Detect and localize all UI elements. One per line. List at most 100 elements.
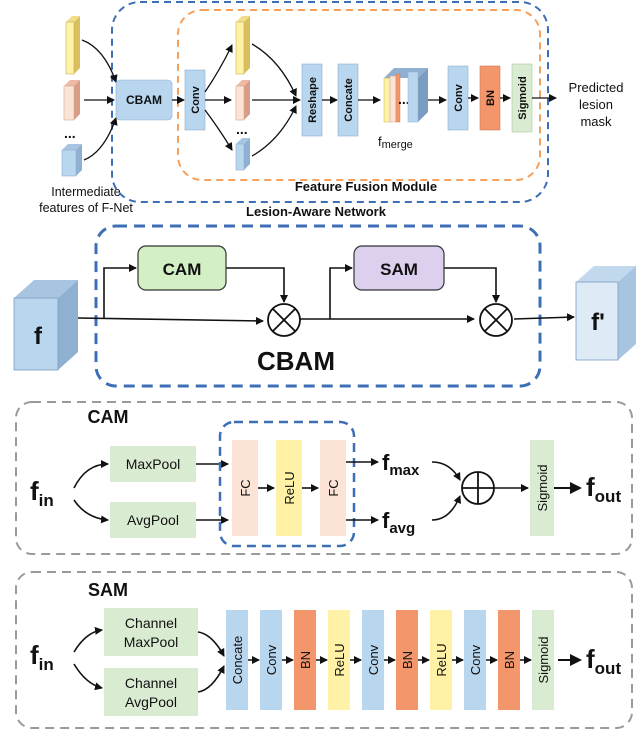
cam-arrow-to-maxpool (73, 460, 109, 489)
cam-favg: favg (382, 508, 415, 537)
arrow-feature3-cbam (83, 117, 118, 161)
cam-fc1-label: FC (238, 479, 253, 496)
fused-feature-red (235, 80, 250, 121)
intermediate-dots: ... (64, 125, 76, 141)
cam-avgpool-label: AvgPool (127, 512, 179, 528)
add-icon (461, 471, 495, 505)
cam-fmax: fmax (382, 450, 420, 479)
cbam-box-label: CBAM (126, 93, 162, 107)
cam-panel-title: CAM (88, 407, 129, 427)
flow-to-sam (329, 264, 353, 319)
sam-conv-label-8: Conv (468, 644, 483, 675)
cam-fc2-box (320, 440, 346, 536)
intermediate-feature-yellow (65, 16, 80, 75)
cam-fin: fin (30, 476, 54, 510)
features-of-fnet-label: features of F-Net (39, 201, 133, 215)
sam-conv-box-2 (260, 610, 282, 710)
fmerge-stack: ... (383, 68, 428, 123)
sam-bn-label-9: BN (502, 651, 517, 669)
feature-fusion-module-border (177, 9, 541, 181)
sam-bn-label-6: BN (400, 651, 415, 669)
sam-sigmoid-box-10 (532, 610, 554, 710)
cam-sigmoid-box (530, 440, 554, 536)
sam-channel-avgpool-box (104, 668, 198, 716)
cam-sigmoid-label: Sigmoid (535, 465, 550, 512)
sam-fout: fout (586, 644, 621, 678)
sam-panel-border (15, 571, 633, 729)
fused-feature-yellow (235, 16, 250, 75)
concate-label: Concate (343, 78, 355, 121)
reshape-label: Reshape (307, 77, 319, 123)
sam-relu-box-7 (430, 610, 452, 710)
bn-label: BN (485, 90, 497, 106)
cam-maxpool-box (110, 446, 196, 482)
sam-conv-box-8 (464, 610, 486, 710)
sam-arrow-maxpool-concate (197, 631, 225, 657)
multiply-icon-1 (267, 303, 301, 337)
cam-arrow-fmax-add (431, 461, 461, 481)
sam-relu-label-4: ReLU (332, 643, 347, 676)
arrow-conv-feat3 (204, 109, 233, 151)
lesion-label: lesion (579, 97, 613, 112)
sam-conv-label-2: Conv (264, 644, 279, 675)
cam-arrow-favg-add (431, 495, 461, 521)
input-cube-f (13, 280, 78, 371)
flow-sam-to-mult2 (444, 267, 500, 303)
sam-channel-avgpool-line2: AvgPool (125, 694, 177, 710)
multiply-icon-2 (479, 303, 513, 337)
arrow-feature1-cbam (81, 39, 118, 83)
arrow-feat3-reshape (251, 105, 297, 157)
sam-fin: fin (30, 640, 54, 674)
sam-conv-box-5 (362, 610, 384, 710)
sam-arrow-to-channel-maxpool (73, 626, 103, 653)
sam-bn-box-6 (396, 610, 418, 710)
arrow-feat1-reshape (251, 43, 297, 97)
arrow-conv-feat1 (204, 44, 233, 93)
sam-arrow-avgpool-concate (197, 665, 225, 693)
sam-concate-label-1: Concate (230, 636, 245, 684)
cam-box (137, 245, 227, 291)
mask-label: mask (580, 114, 612, 129)
cam-avgpool-box (110, 502, 196, 538)
cbam-title: CBAM (257, 346, 335, 376)
cam-relu-label: ReLU (282, 471, 297, 504)
cbam-output-f-prime: f' (591, 309, 605, 336)
sam-channel-maxpool-box (104, 608, 198, 656)
sam-bn-box-3 (294, 610, 316, 710)
sam-relu-label-7: ReLU (434, 643, 449, 676)
cam-fc2-label: FC (326, 479, 341, 496)
sam-sigmoid-label-10: Sigmoid (536, 637, 551, 684)
cam-fout: fout (586, 472, 621, 506)
cam-maxpool-label: MaxPool (126, 456, 180, 472)
conv-label-2: Conv (453, 83, 465, 111)
sam-concate-box-1 (226, 610, 248, 710)
sam-layer-chain: Concate Conv BN ReLU Conv BN ReLU Conv BN Sigmoid (226, 610, 554, 710)
fmerge-label: fmerge (378, 134, 413, 151)
predicted-label: Predicted (569, 80, 624, 95)
conv-label-1: Conv (190, 85, 202, 113)
sam-bn-box-9 (498, 610, 520, 710)
cam-fc1-box (232, 440, 258, 536)
output-cube-f-prime (575, 266, 636, 361)
cam-shared-mlp-border (218, 420, 356, 548)
cam-arrow-to-avgpool (73, 499, 109, 524)
cbam-border (94, 224, 542, 388)
sam-bn-label-3: BN (298, 651, 313, 669)
fmerge-dots: ... (398, 91, 410, 107)
fused-feature-blue (235, 138, 250, 171)
sigmoid-label: Sigmoid (517, 76, 529, 119)
sam-box-label: SAM (380, 260, 418, 279)
sam-conv-label-5: Conv (366, 644, 381, 675)
feature-fusion-module-title: Feature Fusion Module (295, 179, 437, 194)
intermediate-label: Intermediate (51, 185, 121, 199)
sam-channel-maxpool-line2: MaxPool (124, 634, 178, 650)
flow-cam-to-mult1 (226, 267, 288, 303)
flow-f-to-mult1 (77, 316, 264, 325)
flow-mult2-to-fout (513, 313, 575, 322)
sam-relu-box-4 (328, 610, 350, 710)
sam-arrow-to-channel-avgpool (73, 663, 103, 691)
flow-f-to-cam (103, 264, 137, 319)
sam-box (353, 245, 445, 291)
cam-box-label: CAM (163, 260, 202, 279)
